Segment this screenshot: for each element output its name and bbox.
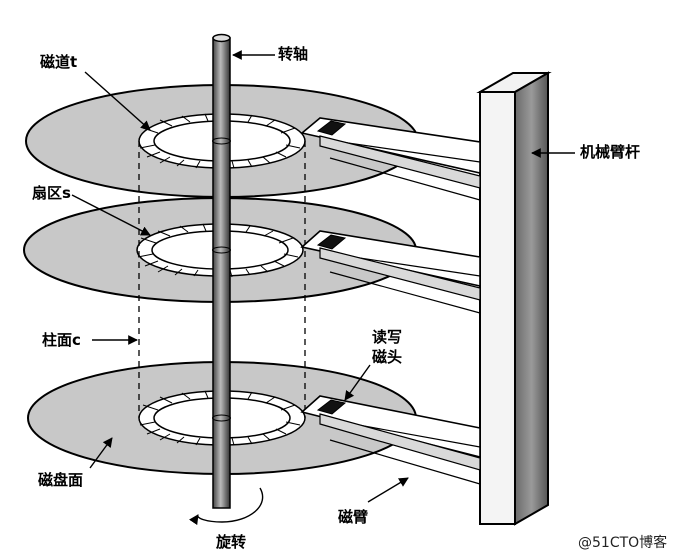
- rotation-label: 旋转: [216, 533, 247, 551]
- head-label-line1: 读写: [372, 328, 403, 346]
- head-label-line2: 磁头: [372, 348, 403, 366]
- spindle-label: 转轴: [278, 45, 309, 63]
- track-label: 磁道t: [40, 53, 78, 71]
- cylinder-label: 柱面c: [42, 331, 81, 349]
- arm-top: [300, 117, 481, 201]
- cylinder-outline: [138, 141, 306, 418]
- actuator-rod: [476, 71, 552, 526]
- rotation-arrow: [189, 487, 264, 526]
- arm-label: 磁臂: [338, 508, 369, 526]
- arm-middle: [300, 230, 481, 314]
- watermark: @51CTO博客: [578, 535, 668, 551]
- read-write-heads: [316, 120, 347, 415]
- actuator-rod-label: 机械臂杆: [580, 143, 641, 161]
- platter-surface-label: 磁盘面: [38, 471, 84, 489]
- spindle: [212, 33, 231, 509]
- sector-label: 扇区s: [32, 184, 71, 202]
- leader-lines: [71, 50, 575, 503]
- arm-bottom: [300, 395, 481, 485]
